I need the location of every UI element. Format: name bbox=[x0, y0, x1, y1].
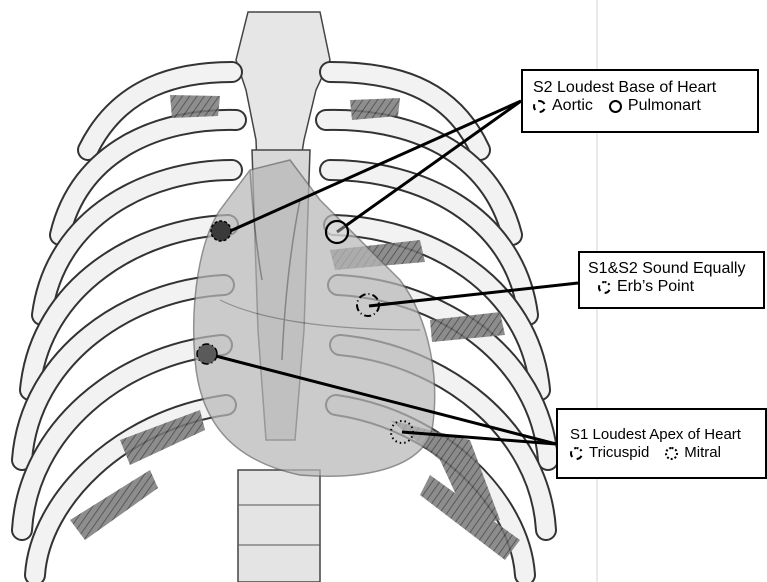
erb-legend-row: Erb’s Point bbox=[588, 278, 763, 296]
erb-callout-title: S1&S2 Sound Equally bbox=[588, 260, 763, 278]
erb-callout-box: S1&S2 Sound Equally Erb’s Point bbox=[578, 251, 765, 309]
aortic-label: Aortic bbox=[552, 97, 593, 115]
pulmonart-solid-circle-icon bbox=[609, 100, 622, 113]
s1-legend-row: Tricuspid Mitral bbox=[570, 444, 765, 462]
s1-callout-title: S1 Loudest Apex of Heart bbox=[570, 426, 765, 444]
s2-legend-row: Aortic Pulmonart bbox=[533, 97, 757, 115]
pulmonic-marker[interactable] bbox=[326, 221, 348, 243]
pulmonart-label: Pulmonart bbox=[628, 97, 701, 115]
aortic-marker[interactable] bbox=[211, 221, 231, 241]
tricuspid-label: Tricuspid bbox=[589, 444, 649, 462]
mitral-dotted-circle-icon bbox=[665, 447, 678, 460]
s2-callout-title: S2 Loudest Base of Heart bbox=[533, 79, 757, 97]
mitral-label: Mitral bbox=[684, 444, 721, 462]
s2-callout-box: S2 Loudest Base of Heart Aortic Pulmonar… bbox=[521, 69, 759, 133]
tricuspid-marker[interactable] bbox=[197, 344, 217, 364]
aortic-dashed-circle-icon bbox=[533, 100, 546, 113]
erbs-point-label: Erb’s Point bbox=[617, 278, 694, 296]
tricuspid-dashdot-circle-icon bbox=[570, 447, 583, 460]
s1-callout-box: S1 Loudest Apex of Heart Tricuspid Mitra… bbox=[556, 408, 767, 479]
heart-overlay bbox=[194, 160, 435, 476]
erbs-point-dashdot-circle-icon bbox=[598, 281, 611, 294]
